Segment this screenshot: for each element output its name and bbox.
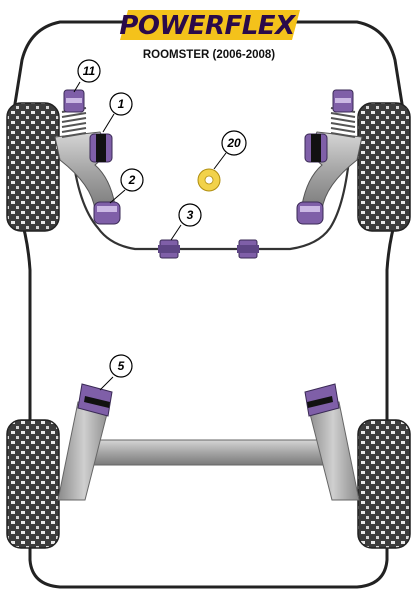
front-right-tyre: [357, 102, 411, 232]
washer-20: [197, 168, 221, 192]
svg-text:2: 2: [128, 173, 136, 187]
callout-5: 5: [99, 354, 133, 391]
bush-1-left: [89, 133, 113, 163]
bush-2-left: [93, 201, 121, 225]
callout-1: 1: [102, 92, 133, 133]
anti-roll-bar: [70, 149, 352, 251]
svg-text:3: 3: [187, 208, 194, 222]
rear-left-tyre: [6, 419, 60, 549]
bush-1-right: [304, 133, 328, 163]
svg-text:20: 20: [226, 136, 241, 150]
bush-5-left: [77, 383, 113, 417]
rear-right-tyre: [357, 419, 411, 549]
bush-5-right: [304, 383, 340, 417]
rear-beam-crossmember: [79, 439, 338, 466]
bush-11-right: [332, 89, 354, 113]
callout-20: 20: [213, 130, 247, 170]
callout-2: 2: [109, 168, 144, 204]
front-left-tyre: [6, 102, 60, 232]
callout-3: 3: [170, 203, 202, 241]
bush-11-left: [63, 89, 85, 113]
bush-2-right: [296, 201, 324, 225]
model-title: ROOMSTER (2006-2008): [143, 49, 275, 61]
powerflex-logo: POWERFLEX: [119, 10, 300, 41]
svg-text:POWERFLEX: POWERFLEX: [119, 11, 297, 41]
svg-text:11: 11: [83, 64, 96, 78]
callout-11: 11: [73, 59, 101, 93]
bush-3-right: [237, 239, 259, 259]
svg-text:1: 1: [118, 97, 125, 111]
svg-text:5: 5: [118, 359, 125, 373]
bush-3-left: [158, 239, 180, 259]
